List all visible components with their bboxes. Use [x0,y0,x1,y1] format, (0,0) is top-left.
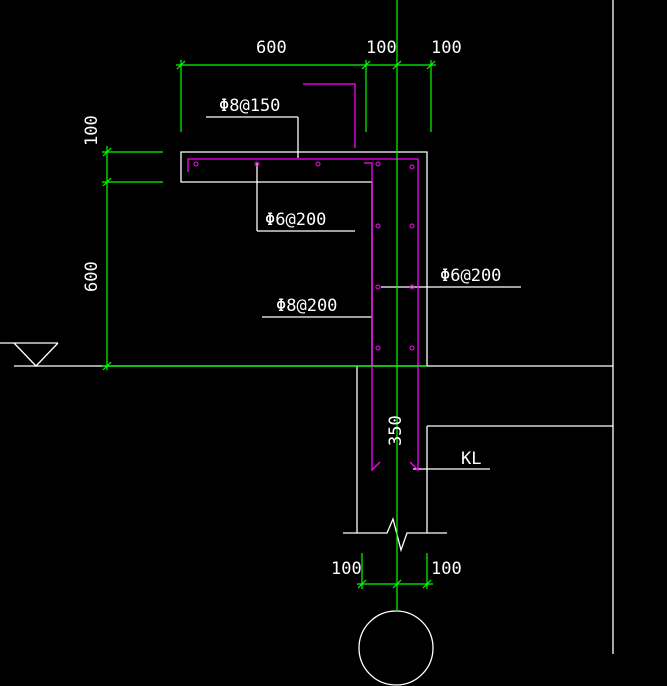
dim-top-gap: 100 [366,38,397,58]
label-wall-main: Φ8@200 [276,296,337,316]
dim-upright-height: 600 [82,261,102,292]
bottom-tick [392,579,402,589]
label-wall-distribution: Φ6@200 [440,266,501,286]
rebar-dot [375,284,381,290]
top-tick [176,60,186,70]
rebar-dot [409,345,415,351]
top-tick [426,60,436,70]
top-tick [361,60,371,70]
dim-top-width: 600 [256,38,287,58]
label-slab-distribution: Φ6@200 [265,210,326,230]
rebar-dot [193,161,199,167]
left-tick [102,147,112,157]
label-top-rebar: Φ8@150 [219,96,280,116]
label-beam: KL [461,449,481,469]
concrete-outline [14,0,614,654]
dim-bottom-left: 100 [331,559,362,579]
rebar-dot [254,161,260,167]
rebar-dot [375,345,381,351]
dim-wall-depth: 350 [386,415,406,446]
rebar-dot [375,161,381,167]
bottom-tick [357,579,367,589]
top-hook-rebar [303,83,356,148]
inner-wall-rebar [364,162,381,472]
rebar-layer [187,83,419,472]
bottom-tick [422,579,432,589]
break-line-icon [343,516,447,553]
dim-bottom-right: 100 [431,559,462,579]
rebar-dot [409,284,415,290]
rebar-dot [409,223,415,229]
rebar-dot [315,161,321,167]
pile-circle-icon [358,610,434,686]
dim-top-right: 100 [431,38,462,58]
rebar-dot [375,223,381,229]
slab-upright-outline [180,151,428,366]
rebar-dots [193,161,415,351]
dim-slab-thickness: 100 [82,115,102,146]
rebar-dot [409,164,415,170]
top-tick [392,60,402,70]
left-tick [102,177,112,187]
dimension-layer [102,0,436,612]
elevation-triangle-icon [0,342,59,367]
main-l-rebar [187,158,419,472]
